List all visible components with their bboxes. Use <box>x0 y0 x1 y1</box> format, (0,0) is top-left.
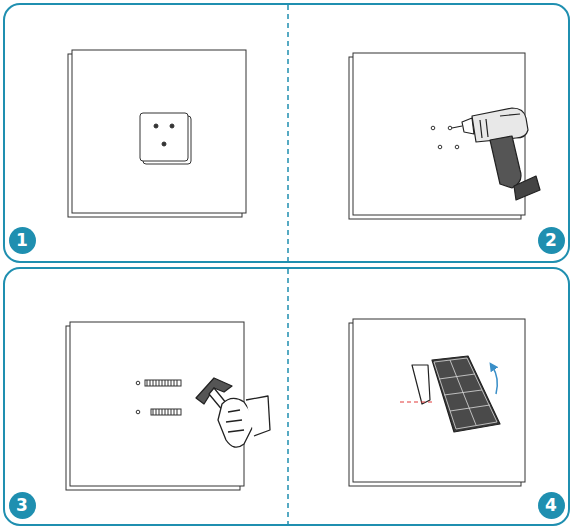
step-badge: 4 <box>538 492 565 519</box>
step-badge: 3 <box>9 492 36 519</box>
step-number: 3 <box>16 497 28 514</box>
electric-drill <box>452 108 540 200</box>
divider <box>287 5 289 262</box>
wall-anchors <box>136 380 181 415</box>
drilled-holes <box>431 126 459 149</box>
wall <box>349 319 525 486</box>
wall <box>68 50 246 217</box>
step-badge: 1 <box>9 227 36 254</box>
step-number: 2 <box>545 232 557 249</box>
hammer <box>196 378 270 447</box>
step-number: 4 <box>545 497 557 514</box>
step-number: 1 <box>16 232 28 249</box>
solar-panel <box>400 356 500 432</box>
panel-frame <box>4 4 569 262</box>
wall <box>66 322 244 490</box>
step-badge: 2 <box>538 227 565 254</box>
mounting-plate <box>140 113 191 164</box>
panel-frame <box>4 268 569 525</box>
divider <box>287 269 289 524</box>
